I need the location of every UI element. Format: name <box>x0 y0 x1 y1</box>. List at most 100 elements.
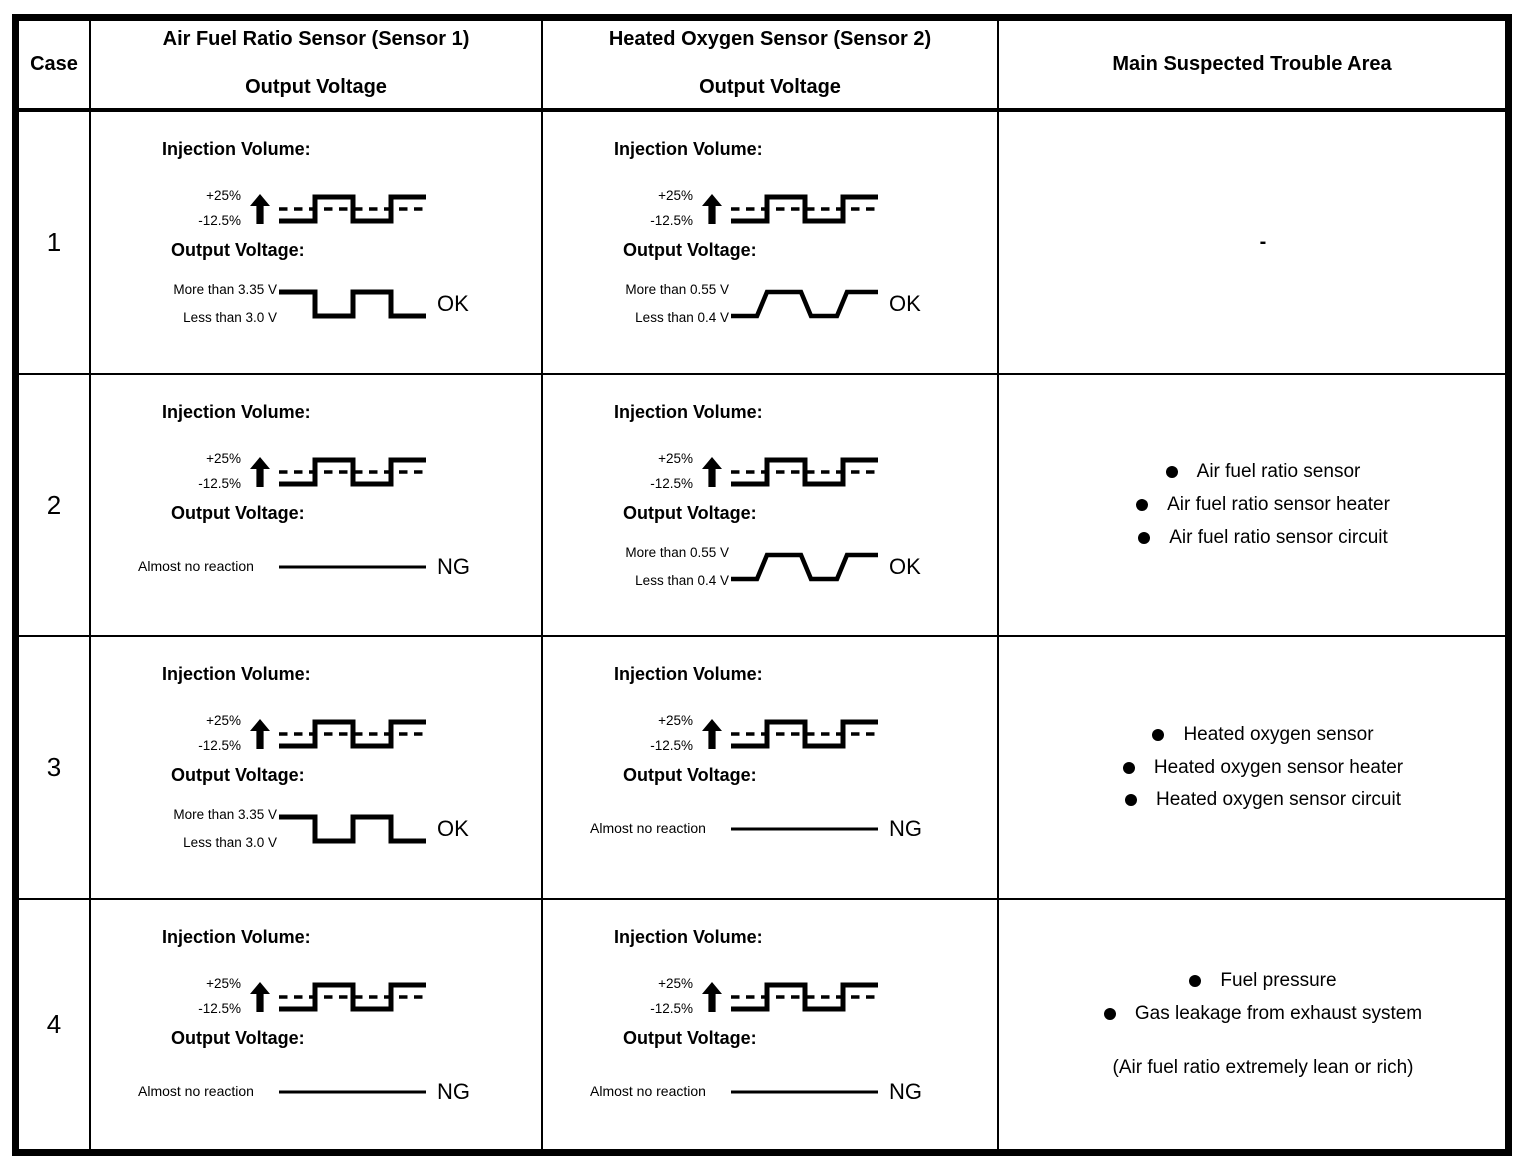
trouble-item-text: Fuel pressure <box>1220 970 1337 992</box>
bullet-dot <box>1165 466 1178 479</box>
flat-line-icon <box>729 827 880 831</box>
case4-trouble-cell: Fuel pressure Gas leakage from exhaust s… <box>999 900 1505 1149</box>
output-voltage-heading: Output Voltage: <box>623 1028 757 1049</box>
no-reaction-label: Almost no reaction <box>590 1083 706 1100</box>
injection-low-label: -12.5% <box>650 737 693 753</box>
trouble-item-text: Heated oxygen sensor circuit <box>1155 789 1401 811</box>
result-label: NG <box>889 1079 922 1105</box>
output-voltage-figure: Almost no reaction NG <box>91 538 470 596</box>
trouble-item: Fuel pressure <box>1189 970 1337 992</box>
injection-volume-figure: +25% -12.5% <box>91 450 428 492</box>
injection-volume-figure: +25% -12.5% <box>543 712 880 754</box>
case4-sensor1-cell: Injection Volume: +25% -12.5% Output Vol… <box>91 900 543 1149</box>
injection-volume-figure: +25% -12.5% <box>91 975 428 1017</box>
header-trouble-label: Main Suspected Trouble Area <box>1112 53 1392 75</box>
up-arrow-icon <box>250 193 270 224</box>
bullet-dot <box>1103 1008 1116 1020</box>
up-arrow-icon <box>702 718 722 749</box>
injection-high-label: +25% <box>206 450 241 466</box>
result-label: OK <box>889 291 921 317</box>
diagnostic-table: Case Air Fuel Ratio Sensor (Sensor 1) Ou… <box>12 14 1512 1156</box>
output-voltage-figure: More than 0.55 V Less than 0.4 V OK <box>543 538 920 596</box>
header-trouble: Main Suspected Trouble Area <box>999 21 1505 112</box>
injection-volume-figure: +25% -12.5% <box>91 712 428 754</box>
case3-sensor2-cell: Injection Volume: +25% -12.5% Output Vol… <box>543 637 999 900</box>
output-voltage-figure: Almost no reaction NG <box>91 1063 470 1121</box>
output-high-label: More than 3.35 V <box>173 806 277 822</box>
output-figure-labels: More than 0.55 V Less than 0.4 V <box>543 281 729 326</box>
result-label: OK <box>437 291 469 317</box>
result-label: OK <box>437 816 469 842</box>
result-label: NG <box>437 554 470 580</box>
header-case-label: Case <box>30 53 78 75</box>
no-reaction-label: Almost no reaction <box>590 820 706 837</box>
case-1-number: 1 <box>19 112 91 375</box>
up-arrow-icon <box>250 456 270 487</box>
injection-waveform-icon <box>277 454 428 490</box>
header-sensor1-title: Air Fuel Ratio Sensor (Sensor 1) <box>162 28 470 50</box>
output-voltage-figure: More than 3.35 V Less than 3.0 V OK <box>91 275 469 333</box>
injection-volume-figure: +25% -12.5% <box>543 187 880 229</box>
case2-sensor1-cell: Injection Volume: +25% -12.5% Output Vol… <box>91 375 543 637</box>
output-high-label: More than 0.55 V <box>625 281 729 297</box>
injection-high-label: +25% <box>658 712 693 728</box>
injection-figure-labels: +25% -12.5% <box>91 975 241 1017</box>
no-reaction-label: Almost no reaction <box>138 558 254 575</box>
injection-low-label: -12.5% <box>198 475 241 491</box>
injection-low-label: -12.5% <box>198 1000 241 1016</box>
trouble-item: Air fuel ratio sensor <box>1165 461 1361 483</box>
output-figure-labels: More than 3.35 V Less than 3.0 V <box>91 282 277 326</box>
up-arrow-icon <box>250 981 270 1012</box>
trouble-item-text: Gas leakage from exhaust system <box>1134 1003 1423 1025</box>
ok-square-waveform-icon <box>277 811 428 847</box>
bullet-dot <box>1136 499 1149 511</box>
injection-volume-heading: Injection Volume: <box>162 664 311 684</box>
bullet-dot <box>1138 531 1151 544</box>
trouble-item-text: Air fuel ratio sensor <box>1196 461 1361 483</box>
injection-low-label: -12.5% <box>198 212 241 228</box>
injection-high-label: +25% <box>206 975 241 991</box>
injection-high-label: +25% <box>658 187 693 203</box>
injection-waveform-icon <box>277 191 428 227</box>
output-voltage-figure: More than 3.35 V Less than 3.0 V OK <box>91 800 469 858</box>
injection-high-label: +25% <box>206 712 241 728</box>
injection-figure-labels: +25% -12.5% <box>91 450 241 492</box>
flat-line-icon <box>729 1090 880 1094</box>
injection-figure-labels: +25% -12.5% <box>91 712 241 754</box>
injection-figure-labels: +25% -12.5% <box>543 451 693 492</box>
trouble-item-text: Air fuel ratio sensor circuit <box>1169 526 1388 548</box>
bullet-dot <box>1122 761 1135 774</box>
flat-line-icon <box>277 1090 428 1094</box>
injection-high-label: +25% <box>206 187 241 203</box>
output-voltage-heading: Output Voltage: <box>171 240 305 261</box>
case4-sensor2-cell: Injection Volume: +25% -12.5% Output Vol… <box>543 900 999 1149</box>
case1-trouble-cell: - <box>999 112 1505 375</box>
injection-low-label: -12.5% <box>650 1000 693 1016</box>
trouble-note: (Air fuel ratio extremely lean or rich) <box>1112 1056 1414 1078</box>
trouble-item: Heated oxygen sensor circuit <box>1124 789 1401 811</box>
up-arrow-icon <box>250 718 270 749</box>
injection-volume-heading: Injection Volume: <box>162 927 311 947</box>
injection-low-label: -12.5% <box>198 737 241 753</box>
output-voltage-figure: More than 0.55 V Less than 0.4 V OK <box>543 275 921 333</box>
case-3-number: 3 <box>19 637 91 900</box>
injection-waveform-icon <box>729 191 880 227</box>
trouble-item: Heated oxygen sensor heater <box>1122 757 1403 779</box>
output-voltage-figure: Almost no reaction NG <box>543 1063 922 1121</box>
injection-volume-heading: Injection Volume: <box>614 139 763 159</box>
injection-volume-heading: Injection Volume: <box>614 927 763 947</box>
bullet-dot <box>1152 728 1165 741</box>
output-low-label: Less than 3.0 V <box>183 309 277 325</box>
no-reaction-label: Almost no reaction <box>138 1083 254 1100</box>
output-voltage-heading: Output Voltage: <box>171 765 305 786</box>
output-voltage-heading: Output Voltage: <box>171 1028 305 1049</box>
injection-volume-figure: +25% -12.5% <box>543 451 880 492</box>
injection-volume-heading: Injection Volume: <box>614 664 763 684</box>
case3-sensor1-cell: Injection Volume: +25% -12.5% Output Vol… <box>91 637 543 900</box>
injection-figure-labels: +25% -12.5% <box>91 187 241 229</box>
output-voltage-heading: Output Voltage: <box>623 503 757 524</box>
case2-sensor2-cell: Injection Volume: +25% -12.5% Output Vol… <box>543 375 999 637</box>
injection-figure-labels: +25% -12.5% <box>543 187 693 229</box>
ok-trapezoid-waveform-icon <box>729 549 880 585</box>
output-voltage-figure: Almost no reaction NG <box>543 800 922 858</box>
